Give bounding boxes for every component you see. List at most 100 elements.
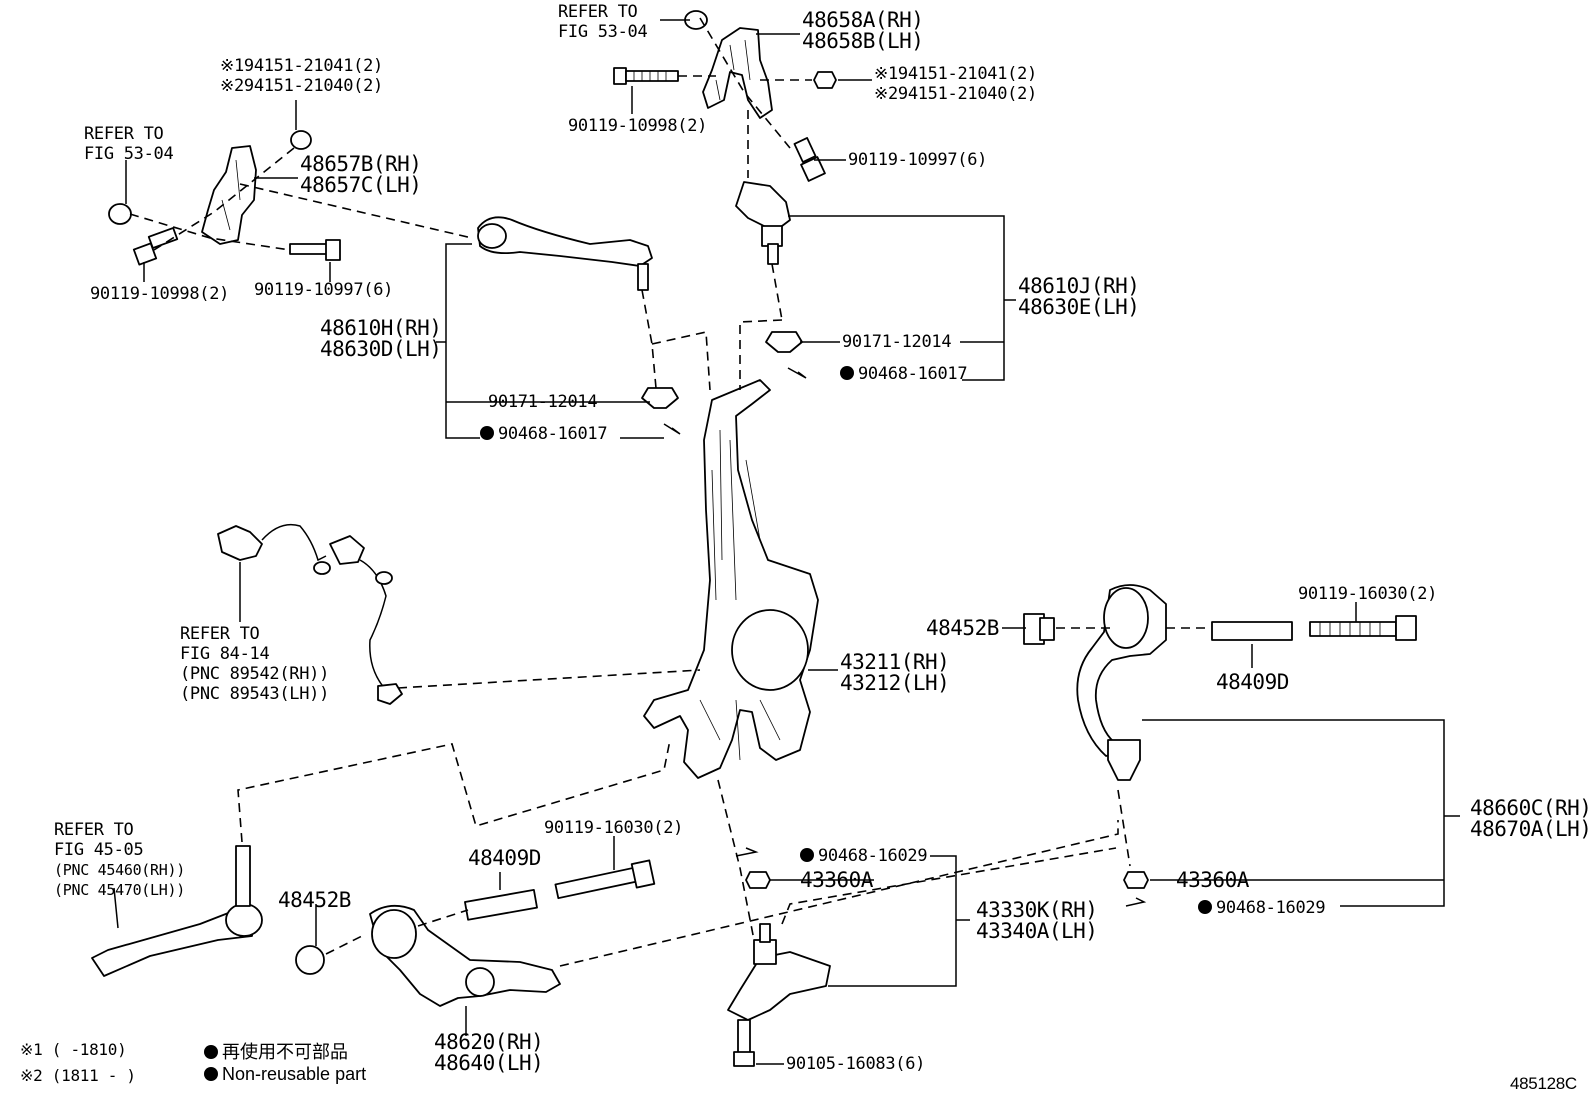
- label-43340a-lh: 43340A(LH): [976, 919, 1098, 943]
- label-48409D-left: 48409D: [468, 846, 541, 870]
- refer-line-1: REFER TO: [180, 624, 260, 644]
- label-90119-10998-left: 90119-10998(2): [90, 284, 230, 304]
- label-48630d-lh: 48630D(LH): [320, 337, 442, 361]
- bolt-90119-16030-left: [554, 859, 656, 900]
- label-94151-21041-right: ※194151-21041(2): [874, 64, 1037, 84]
- non-reusable-dot: [1198, 900, 1212, 914]
- non-reusable-dot: [480, 426, 494, 440]
- bushing-48452B-left: [295, 945, 325, 975]
- label-text: 90468-16029: [1216, 898, 1326, 918]
- tie-rod-end: [91, 845, 263, 977]
- refer-line-1: REFER TO: [54, 820, 134, 840]
- legend-dot: [204, 1045, 218, 1059]
- nut-left-refer: [108, 203, 132, 225]
- label-94151-right: ※194151-21041(2) ※294151-21040(2): [874, 64, 1037, 104]
- label-48640-lh: 48640(LH): [434, 1051, 544, 1075]
- legend-text: 再使用不可部品: [222, 1042, 348, 1062]
- label-48657c-lh: 48657C(LH): [300, 173, 422, 197]
- legend-dot: [204, 1067, 218, 1081]
- label-text: 90468-16029: [818, 846, 928, 866]
- label-48670a-lh: 48670A(LH): [1470, 817, 1592, 841]
- nut-43360A-center: [745, 871, 771, 889]
- label-48610H: 48610H(RH) 48630D(LH): [320, 318, 442, 361]
- non-reusable-dot: [800, 848, 814, 862]
- refer-fig-45-05: REFER TO FIG 45-05 (PNC 45460(RH)) (PNC …: [54, 820, 185, 900]
- label-48657b-rh: 48657B(RH): [300, 152, 422, 176]
- label-48620-rh: 48620(RH): [434, 1030, 544, 1054]
- label-94151-21041-left: ※194151-21041(2): [220, 56, 383, 76]
- sleeve-48409D-right: [1211, 621, 1293, 641]
- legend-text: Non-reusable part: [222, 1064, 367, 1084]
- label-48620: 48620(RH) 48640(LH): [434, 1030, 544, 1075]
- legend-nonreusable-jp: 再使用不可部品: [204, 1038, 348, 1064]
- legend-nonreusable-en: Non-reusable part: [204, 1064, 366, 1085]
- label-48452B-right: 48452B: [926, 616, 999, 640]
- refer-line-2: FIG 84-14: [180, 644, 270, 664]
- refer-line-4: (PNC 89543(LH)): [180, 684, 330, 704]
- refer-line-3: (PNC 45460(RH)): [54, 861, 185, 879]
- label-48610J: 48610J(RH) 48630E(LH): [1018, 274, 1140, 319]
- label-90171-12014-right: 90171-12014: [842, 332, 952, 352]
- label-43212-lh: 43212(LH): [840, 671, 950, 695]
- refer-line-1: REFER TO: [558, 2, 638, 22]
- label-48452B-left: 48452B: [278, 888, 351, 912]
- label-94151-21040-right: ※294151-21040(2): [874, 84, 1037, 104]
- label-90468-16017-right: 90468-16017: [840, 364, 968, 384]
- sleeve-48409D-left: [464, 888, 538, 921]
- label-94151-21040-left: ※294151-21040(2): [220, 76, 383, 96]
- label-48660c-rh: 48660C(RH): [1470, 796, 1592, 820]
- label-90119-10997-top: 90119-10997(6): [848, 150, 988, 170]
- ball-joint-43330K: [727, 923, 831, 1021]
- label-text: 90468-16017: [858, 364, 968, 384]
- label-90468-16029-right: 90468-16029: [1198, 898, 1326, 918]
- label-90468-16017-left: 90468-16017: [480, 424, 608, 444]
- upper-arm-48610J: [735, 181, 791, 265]
- nut-43360A-right: [1123, 871, 1149, 889]
- label-43360A-center: 43360A: [800, 868, 873, 892]
- refer-fig-53-04-top: REFER TO FIG 53-04: [558, 2, 648, 42]
- label-43330K: 43330K(RH) 43340A(LH): [976, 898, 1098, 943]
- label-48610j-rh: 48610J(RH): [1018, 274, 1140, 298]
- cotter-pin-90468-16017-right: [787, 367, 807, 379]
- nut-90171-left: [641, 387, 679, 409]
- refer-line-2: FIG 53-04: [558, 22, 648, 42]
- refer-line-3: (PNC 89542(RH)): [180, 664, 330, 684]
- label-48630e-lh: 48630E(LH): [1018, 295, 1140, 319]
- bushing-48452B-right: [1023, 613, 1055, 645]
- label-48658: 48658A(RH) 48658B(LH): [802, 10, 924, 53]
- bolt-90119-10997-top: [793, 137, 826, 182]
- label-90468-16029-center: 90468-16029: [800, 846, 928, 866]
- label-48660C: 48660C(RH) 48670A(LH): [1470, 796, 1592, 841]
- label-text: 90468-16017: [498, 424, 608, 444]
- lower-arm-48660C: [1076, 584, 1167, 781]
- label-90119-10997-left: 90119-10997(6): [254, 280, 394, 300]
- nut-48657: [290, 130, 312, 150]
- bolt-90119-10997-left: [289, 239, 341, 261]
- lower-arm-48620: [369, 904, 561, 1007]
- bolt-90119-10998-left: [132, 227, 179, 266]
- refer-line-4: (PNC 45470(LH)): [54, 881, 185, 899]
- label-94151-left: ※194151-21041(2) ※294151-21040(2): [220, 56, 383, 96]
- label-43211-rh: 43211(RH): [840, 650, 950, 674]
- label-90119-16030-right: 90119-16030(2): [1298, 584, 1438, 604]
- cotter-pin-90468-16029-right: [1125, 897, 1147, 907]
- non-reusable-dot: [840, 366, 854, 380]
- upper-arm-bracket-48658: [702, 27, 773, 119]
- nut-right-94151: [813, 71, 837, 89]
- label-90171-12014-left: 90171-12014: [488, 392, 598, 412]
- label-48658-lh: 48658B(LH): [802, 29, 924, 53]
- refer-line-2: FIG 45-05: [54, 840, 144, 860]
- refer-fig-84-14: REFER TO FIG 84-14 (PNC 89542(RH)) (PNC …: [180, 624, 329, 704]
- label-90119-10998-top: 90119-10998(2): [568, 116, 708, 136]
- label-48657: 48657B(RH) 48657C(LH): [300, 152, 422, 197]
- abs-sensor-harness: [217, 523, 403, 705]
- legend-note-1: ※1 ( -1810): [20, 1040, 127, 1059]
- label-90105-16083: 90105-16083(6): [786, 1054, 926, 1074]
- bolt-90119-16030-right: [1309, 615, 1417, 641]
- refer-line-2: FIG 53-04: [84, 144, 174, 164]
- steering-knuckle-43211: [643, 379, 819, 779]
- label-43330k-rh: 43330K(RH): [976, 898, 1098, 922]
- cotter-pin-90468-16017-left: [663, 423, 681, 435]
- label-48409D-right: 48409D: [1216, 670, 1289, 694]
